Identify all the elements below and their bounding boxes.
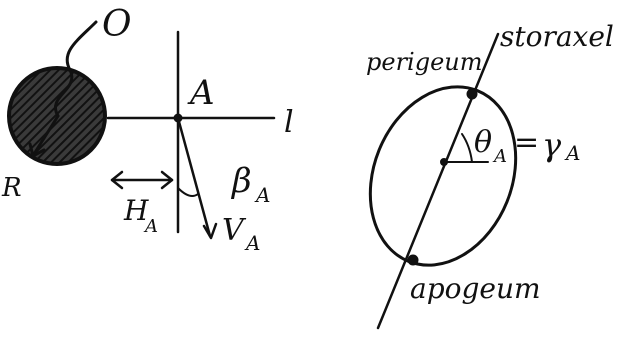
- right-diagram: [368, 32, 518, 330]
- perigee-label: perigeum: [366, 48, 483, 76]
- equals-sign: =: [514, 125, 539, 160]
- radius-arrow: [32, 114, 60, 156]
- major-axis-line: [376, 32, 500, 330]
- right-labels: storaxel perigeum apogeum θ A = γ A: [366, 20, 614, 305]
- orbit-ellipse: [368, 85, 518, 267]
- h-subscript: A: [143, 216, 158, 237]
- left-labels: O R A l H A β A V A: [1, 4, 294, 255]
- h-label: H: [123, 194, 149, 227]
- apogee-label: apogeum: [410, 272, 541, 305]
- beta-label: β: [230, 161, 252, 201]
- beta-angle-arc: [177, 187, 199, 197]
- velocity-vector: [176, 116, 212, 238]
- axis-label: storaxel: [500, 20, 614, 53]
- apogee-point: [407, 254, 419, 266]
- theta-angle-arc: [461, 133, 473, 163]
- gamma-subscript: A: [564, 141, 580, 165]
- beta-subscript: A: [254, 183, 270, 207]
- perigee-point: [466, 88, 478, 100]
- origin-pointer-squiggle: [54, 20, 98, 118]
- radius-label: R: [1, 173, 22, 203]
- theta-label: θ: [474, 125, 492, 160]
- left-diagram: [7, 20, 276, 240]
- v-label: V: [222, 213, 247, 248]
- h-arrowhead-right: [160, 170, 174, 190]
- origin-label: O: [102, 4, 132, 45]
- h-arrowhead-left: [110, 170, 124, 190]
- velocity-arrowhead: [202, 222, 218, 240]
- theta-subscript: A: [492, 146, 507, 167]
- v-subscript: A: [244, 231, 260, 255]
- gamma-label: γ: [542, 126, 562, 164]
- line-l-label: l: [284, 105, 294, 140]
- radius-arrowhead: [28, 142, 46, 158]
- point-a-label: A: [187, 73, 215, 113]
